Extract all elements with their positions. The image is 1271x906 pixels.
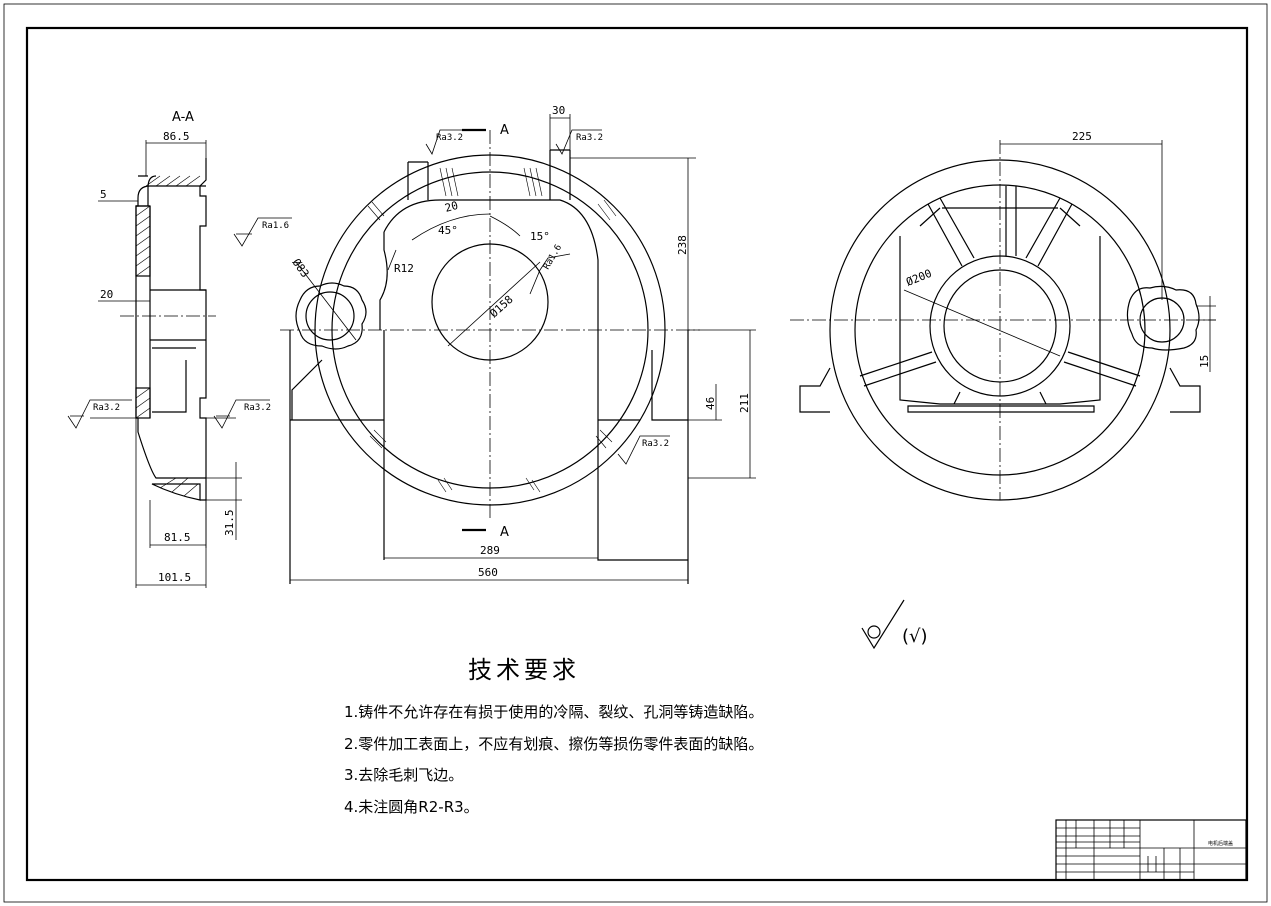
dim-angle-15: 15° (530, 230, 550, 243)
ra-front-1: Ra3.2 (436, 133, 463, 143)
sheet-inner-border (25, 26, 1249, 882)
dim-30: 30 (552, 104, 565, 117)
requirement-item: 3.去除毛刺飞边。 (344, 766, 464, 784)
dim-225: 225 (1072, 130, 1092, 143)
dim-5: 5 (100, 188, 107, 201)
dim-dia-83: Ø83 (290, 256, 312, 280)
section-view-a-a: A-A 86.5 5 20 81.5 31.5 101.5 (67, 110, 271, 588)
section-mark-bottom: A (500, 525, 509, 540)
sheet-outer-border (3, 3, 1268, 903)
dim-20: 20 (100, 288, 113, 301)
front-view: A A 30 238 211 46 289 560 R12 45° 15° (233, 104, 756, 584)
dim-81-5: 81.5 (164, 531, 191, 544)
technical-requirements: 技术要求 1.铸件不允许存在有损于使用的冷隔、裂纹、孔洞等铸造缺陷。 2.零件加… (344, 650, 844, 823)
ra-front-2: Ra3.2 (576, 133, 603, 143)
dim-15: 15 (1198, 355, 1211, 368)
dim-86-5: 86.5 (163, 130, 190, 143)
ra-side-left: Ra3.2 (93, 403, 120, 413)
general-roughness-symbol: (√) (861, 599, 928, 650)
dim-dia-200: Ø200 (904, 267, 933, 289)
ra-front-3: Ra1.6 (262, 221, 289, 231)
dim-20-front: 20 (443, 199, 459, 215)
dim-dia-158: Ø158 (487, 293, 515, 320)
title-block-part-name: 电机后端盖 (1208, 840, 1233, 847)
technical-requirements-title: 技术要求 (468, 656, 580, 684)
section-mark-top: A (500, 123, 509, 138)
ra-side-right: Ra3.2 (244, 403, 271, 413)
dim-238: 238 (676, 235, 689, 255)
right-view: 225 Ø200 15 (790, 130, 1216, 501)
title-block: 电机后端盖 (1055, 819, 1247, 881)
general-roughness-text: (√) (902, 626, 928, 647)
ra-front-5: Ra3.2 (642, 439, 669, 449)
dim-101-5: 101.5 (158, 571, 191, 584)
requirement-item: 2.零件加工表面上，不应有划痕、擦伤等损伤零件表面的缺陷。 (344, 734, 764, 753)
dim-560: 560 (478, 566, 498, 579)
ra-front-4: Ra1.6 (542, 243, 564, 271)
dim-211: 211 (738, 393, 751, 413)
dim-angle-45: 45° (438, 224, 458, 237)
dim-46: 46 (704, 397, 717, 410)
requirement-item: 4.未注圆角R2-R3。 (344, 797, 479, 816)
dim-289: 289 (480, 544, 500, 557)
requirement-item: 1.铸件不允许存在有损于使用的冷隔、裂纹、孔洞等铸造缺陷。 (344, 703, 764, 721)
section-label: A-A (172, 110, 194, 125)
dim-r12: R12 (394, 262, 414, 275)
dim-31-5: 31.5 (223, 510, 236, 537)
